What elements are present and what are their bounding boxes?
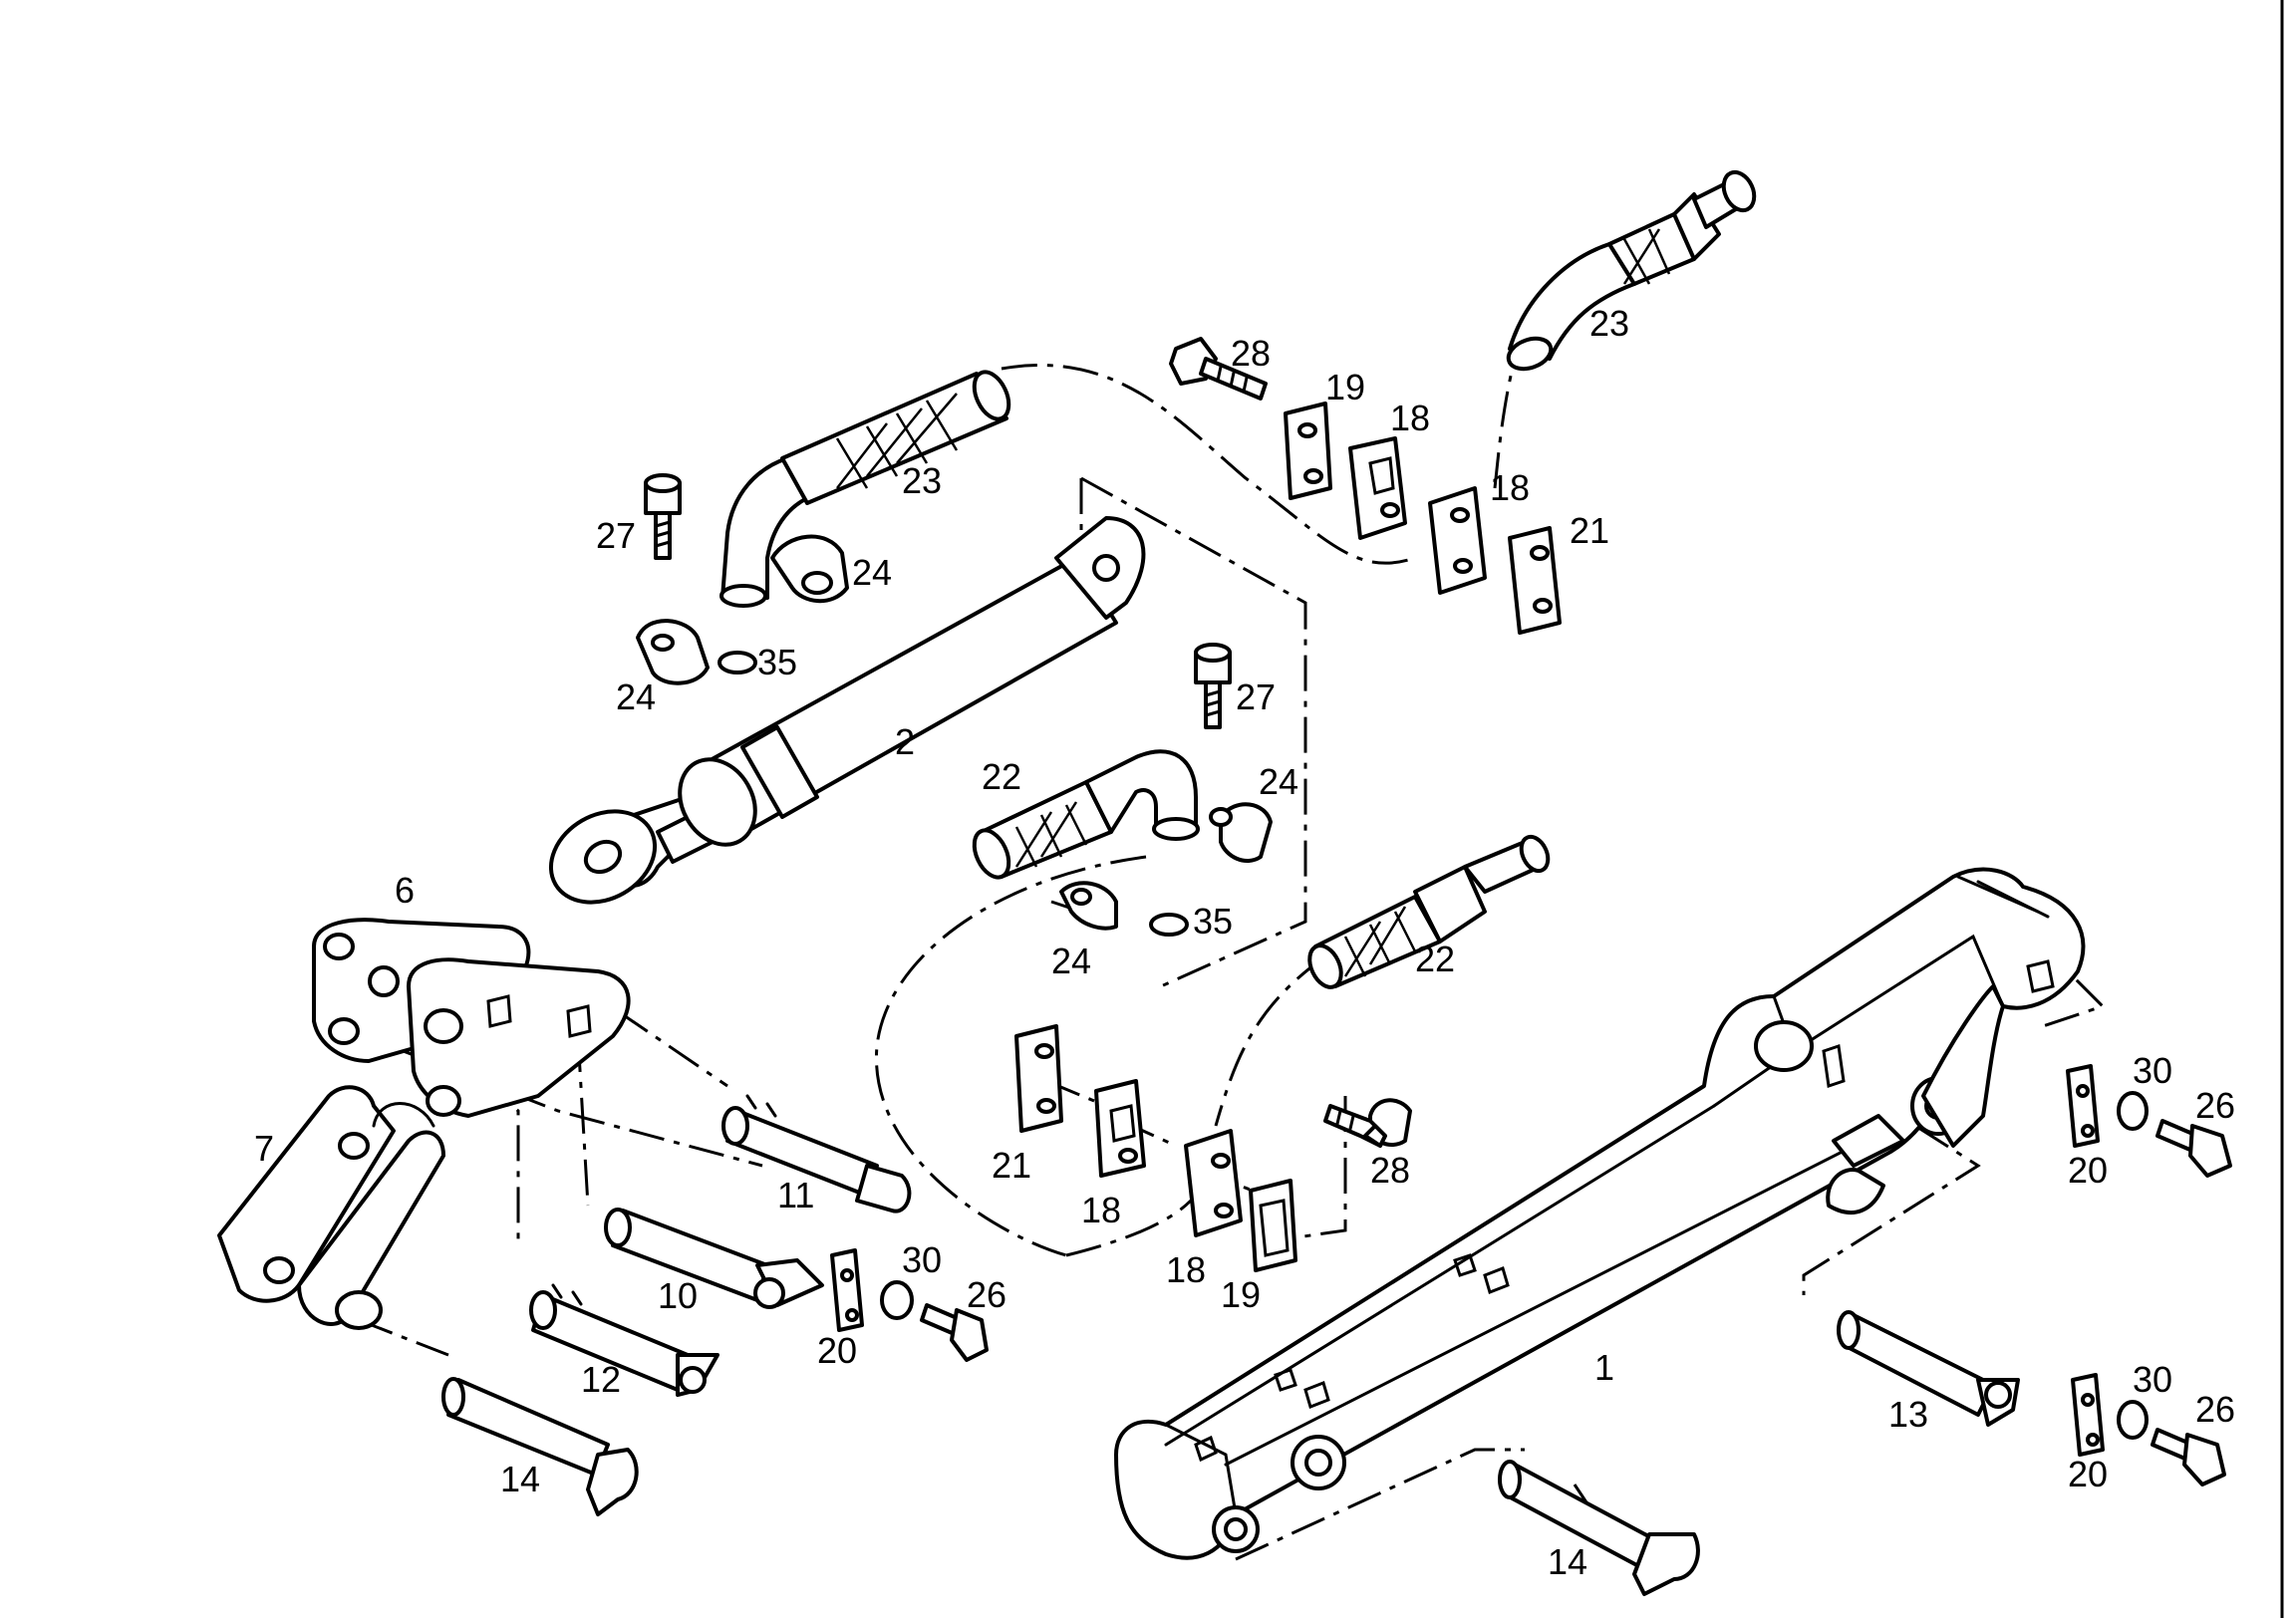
label-part-24-c: 24 — [1259, 761, 1298, 802]
label-part-18-upper-b: 18 — [1490, 467, 1530, 508]
label-part-28-lower: 28 — [1370, 1150, 1410, 1191]
boom-arm — [1114, 867, 2086, 1560]
label-part-35-lower: 35 — [1193, 901, 1233, 942]
label-part-24-d: 24 — [1051, 941, 1091, 981]
block-18-upper-b — [1428, 486, 1487, 595]
label-part-30-lower-right: 30 — [2133, 1359, 2172, 1400]
hose-23-right — [1506, 169, 1757, 372]
washer-30-upper-right — [2117, 1091, 2149, 1131]
o-ring-35-a — [718, 651, 757, 674]
bolt-26-left — [920, 1303, 989, 1362]
washer-30-left — [880, 1280, 914, 1320]
block-18-upper-a — [1348, 436, 1407, 540]
pin-10 — [604, 1208, 824, 1309]
plate-20-upper-right — [2066, 1064, 2100, 1148]
pin-14-right — [1498, 1460, 1700, 1596]
label-part-18-upper-a: 18 — [1390, 398, 1430, 438]
block-21-lower — [1014, 1024, 1063, 1133]
label-part-24-b: 24 — [616, 676, 656, 717]
label-part-21-lower: 21 — [992, 1145, 1031, 1186]
pin-11 — [721, 1094, 912, 1214]
block-18-lower-b — [1184, 1129, 1243, 1237]
label-part-21-upper: 21 — [1570, 510, 1609, 551]
label-part-19-upper: 19 — [1325, 367, 1365, 407]
label-part-14-right: 14 — [1548, 1541, 1587, 1582]
hose-22-middle — [972, 749, 1200, 880]
label-part-20-lower-right: 20 — [2068, 1454, 2108, 1494]
clamp-24-b — [636, 619, 710, 685]
block-19-lower — [1249, 1179, 1297, 1272]
label-part-7: 7 — [254, 1128, 274, 1169]
label-part-13: 13 — [1888, 1394, 1928, 1435]
block-21-upper — [1508, 526, 1562, 635]
label-part-10: 10 — [658, 1275, 698, 1316]
label-part-12: 12 — [581, 1359, 621, 1400]
plate-20-left — [830, 1248, 864, 1332]
label-part-23-right: 23 — [1589, 303, 1629, 344]
link-7 — [217, 1085, 445, 1330]
label-part-1: 1 — [1594, 1347, 1614, 1388]
part-labels: 1 2 6 7 10 11 12 13 14 14 18 18 18 18 19… — [254, 303, 2235, 1582]
lever-plate-6 — [312, 918, 631, 1118]
label-part-2: 2 — [895, 721, 915, 762]
label-part-26-lower-right: 26 — [2195, 1389, 2235, 1430]
clamp-24-d — [1059, 881, 1118, 931]
washer-30-lower-right — [2117, 1400, 2149, 1440]
label-part-22-right: 22 — [1415, 939, 1455, 979]
label-part-27-lower: 27 — [1236, 676, 1276, 717]
label-part-30-left: 30 — [902, 1239, 942, 1280]
label-part-20-upper-right: 20 — [2068, 1150, 2108, 1191]
label-part-14-left: 14 — [500, 1459, 540, 1499]
clamp-24-c — [1209, 802, 1273, 863]
bolt-27-b — [1194, 643, 1232, 729]
label-part-26-upper-right: 26 — [2195, 1085, 2235, 1126]
label-part-11: 11 — [777, 1175, 814, 1215]
block-19-upper — [1284, 402, 1332, 500]
o-ring-35-b — [1149, 913, 1189, 937]
label-part-18-lower-b: 18 — [1166, 1249, 1206, 1290]
hose-23-left — [719, 370, 1011, 608]
label-part-24-a: 24 — [852, 552, 892, 593]
clamp-24-a — [770, 534, 849, 604]
label-part-6: 6 — [395, 870, 415, 911]
bolt-27-a — [644, 473, 682, 560]
hydraulic-cylinder — [548, 516, 1146, 905]
label-part-18-lower-a: 18 — [1081, 1190, 1121, 1230]
label-part-19-lower: 19 — [1221, 1274, 1261, 1315]
pin-13 — [1837, 1310, 2020, 1427]
label-part-26-left: 26 — [967, 1274, 1006, 1315]
block-18-lower-a — [1094, 1079, 1146, 1178]
label-part-22-middle: 22 — [982, 756, 1021, 797]
bolt-26-lower-right — [2151, 1428, 2226, 1486]
bolt-28-lower — [1323, 1098, 1412, 1148]
pin-14-left — [441, 1377, 639, 1516]
hose-22-right — [1307, 834, 1551, 989]
plate-20-lower-right — [2071, 1373, 2105, 1457]
pin-12 — [529, 1283, 719, 1397]
label-part-23-left: 23 — [902, 460, 942, 501]
label-part-28-upper: 28 — [1231, 333, 1271, 374]
label-part-27-upper: 27 — [596, 515, 636, 556]
label-part-35-upper: 35 — [757, 642, 797, 682]
bolt-26-upper-right — [2155, 1119, 2232, 1178]
bolt-28-upper — [1169, 337, 1268, 401]
label-part-30-upper-right: 30 — [2133, 1050, 2172, 1091]
label-part-20-left: 20 — [817, 1330, 857, 1371]
